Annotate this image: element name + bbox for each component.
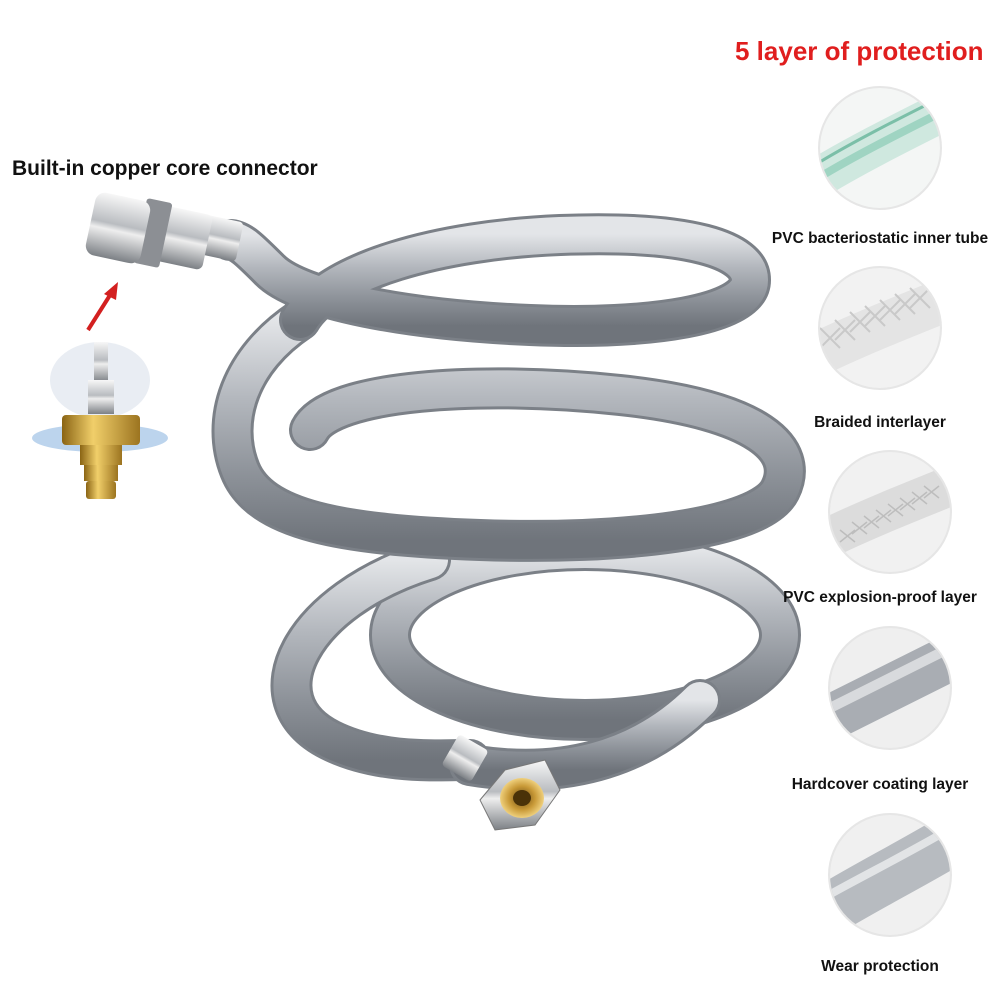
- copper-core-inset: [32, 342, 168, 499]
- green-pvc-tube-icon: [820, 88, 940, 208]
- layer-2-label: Braided interlayer: [814, 414, 946, 431]
- top-connector: [85, 192, 243, 270]
- layer-3-image: [830, 452, 950, 572]
- silver-outer-tube-icon: [830, 815, 950, 935]
- braided-mesh-tube-icon: [820, 268, 940, 388]
- layer-3-label: PVC explosion-proof layer: [783, 589, 977, 606]
- page-title: 5 layer of protection: [735, 36, 984, 66]
- silver-coated-tube-icon: [830, 628, 950, 748]
- layer-1-image: [820, 88, 940, 208]
- layer-5-image: [830, 815, 950, 935]
- layer-5-label: Wear protection: [821, 958, 939, 975]
- connector-label: Built-in copper core connector: [12, 157, 318, 180]
- layer-4-label: Hardcover coating layer: [791, 776, 969, 793]
- bottom-hex-nut: [442, 735, 561, 831]
- hose-coils: [209, 213, 806, 791]
- layer-2-image: [820, 268, 940, 388]
- mesh-explosion-proof-tube-icon: [830, 452, 950, 572]
- layer-4-image: [830, 628, 950, 748]
- arrow-icon: [86, 282, 118, 332]
- layer-1-label: PVC bacteriostatic inner tube: [771, 230, 989, 247]
